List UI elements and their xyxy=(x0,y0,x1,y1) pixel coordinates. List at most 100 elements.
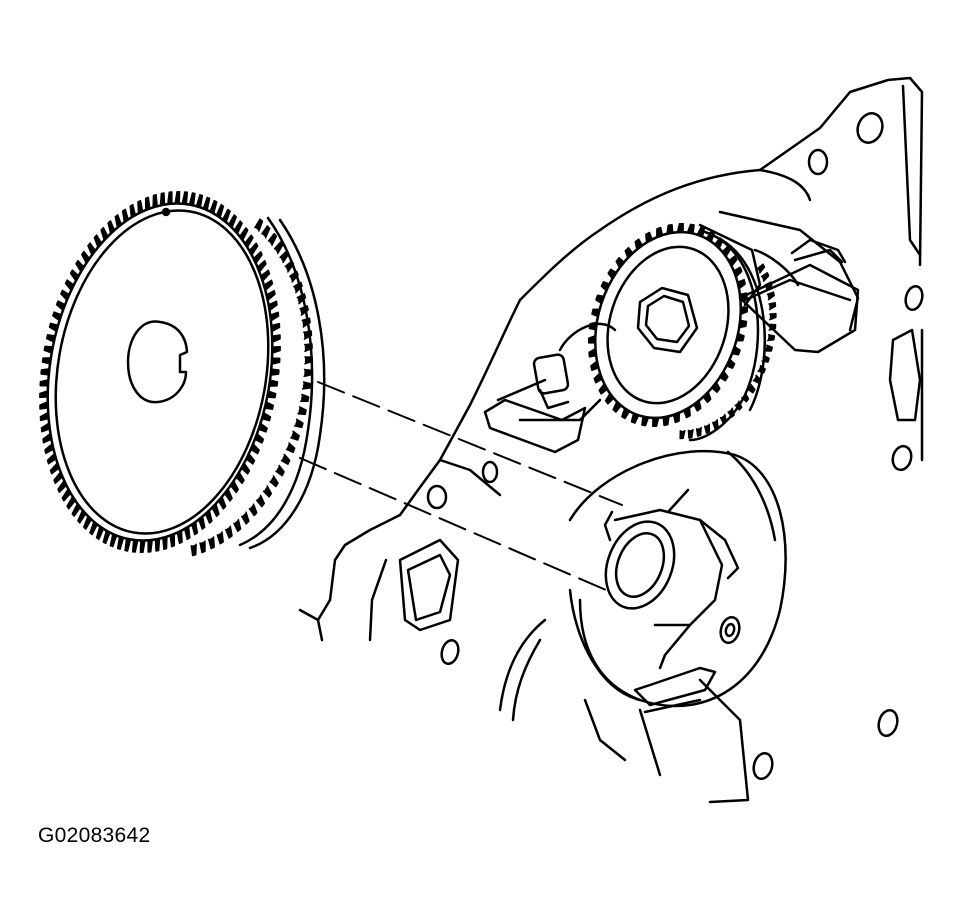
crank-gear-rear-tooth xyxy=(273,241,284,255)
drive-gear-tooth xyxy=(719,370,729,382)
crank-gear-tooth xyxy=(124,537,132,552)
crank-gear-rear-tooth xyxy=(296,293,307,305)
crank-gear-tooth xyxy=(176,529,183,545)
drive-gear-tooth xyxy=(711,381,721,393)
drive-gear-rear-tooth xyxy=(768,301,777,311)
crank-gear-tooth xyxy=(169,533,176,548)
crank-gear-rear-tooth xyxy=(248,503,258,517)
crank-gear-rear-tooth xyxy=(301,317,311,328)
drive-gear-rear-tooth xyxy=(704,423,711,434)
crank-gear-tooth xyxy=(77,509,87,524)
drive-gear-rear-tooth xyxy=(757,364,766,374)
figure-id-label: G02083642 xyxy=(38,824,151,847)
crank-gear-tooth xyxy=(109,533,118,548)
crank-gear-tooth xyxy=(144,196,151,211)
crank-gear-tooth xyxy=(233,220,243,235)
crank-gear-tooth xyxy=(271,334,281,343)
crank-gear xyxy=(39,190,326,557)
drive-gear-rear-tooth xyxy=(741,392,750,403)
crank-gear-tooth xyxy=(162,535,168,550)
crank-gear-tooth xyxy=(266,390,277,399)
crank-gear-tooth xyxy=(267,300,278,312)
crank-gear-tooth xyxy=(268,379,279,387)
crank-gear-tooth xyxy=(43,345,54,354)
crank-gear-rear-tooth xyxy=(208,536,215,550)
crank-gear-tooth xyxy=(95,525,105,541)
drive-gear-tooth xyxy=(624,246,634,259)
crank-gear-rear-tooth xyxy=(254,218,264,232)
drive-gear-tooth xyxy=(634,238,643,251)
crank-gear-tooth xyxy=(147,539,153,553)
drive-gear-tooth xyxy=(652,417,660,428)
drive-gear-tooth xyxy=(702,391,712,404)
crank-gear-rear-tooth xyxy=(190,543,197,557)
drive-gear-rear-tooth xyxy=(687,428,694,439)
drive-gear-rear-tooth xyxy=(769,312,777,321)
crank-gear-tooth xyxy=(89,520,98,536)
bolt-holes xyxy=(426,112,924,781)
crank-gear-tooth xyxy=(39,379,50,387)
crank-gear-tooth xyxy=(42,432,53,444)
drive-gear-tooth xyxy=(686,223,695,235)
crank-gear-rear-tooth xyxy=(280,453,291,465)
drive-gear-tooth xyxy=(641,415,650,427)
crank-gear-tooth xyxy=(181,191,189,205)
crank-gear-tooth xyxy=(40,422,51,433)
keyway-bore xyxy=(126,320,189,404)
crank-gear-tooth xyxy=(39,401,49,410)
crank-gear-tooth xyxy=(152,194,158,209)
drive-gear-rear-tooth xyxy=(764,281,773,291)
crank-gear-rear-tooth xyxy=(299,305,309,316)
crank-gear-tooth xyxy=(139,539,146,554)
crank-gear-tooth xyxy=(227,214,237,229)
crank-gear-rear-tooth xyxy=(290,430,300,441)
drive-gear-rear-tooth xyxy=(764,344,773,352)
crank-gear-rear-tooth xyxy=(297,406,307,416)
drive-gear-tooth xyxy=(693,399,702,412)
crank-gear-tooth xyxy=(209,199,218,215)
crank-gear-tooth xyxy=(137,199,144,215)
crank-gear-rear-tooth xyxy=(255,494,266,508)
crank-gear-rear-tooth xyxy=(241,511,250,525)
crank-gear-tooth xyxy=(129,203,137,219)
drive-gear-rear-tooth xyxy=(727,407,735,419)
crank-gear-rear-tooth xyxy=(233,518,242,533)
crank-gear-tooth xyxy=(195,194,204,209)
crank-gear-tooth xyxy=(167,191,173,205)
crank-gear-rear-tooth xyxy=(262,485,273,498)
crank-gear-rear-tooth xyxy=(303,343,313,353)
crank-gear-rear-tooth xyxy=(261,225,271,239)
drive-gear-tooth xyxy=(662,415,670,427)
crankshaft-hub xyxy=(568,449,787,714)
timing-mark xyxy=(161,207,171,217)
crank-gear-rear-tooth xyxy=(301,381,312,390)
drive-gear-rear-tooth xyxy=(766,291,775,301)
alignment-lines xyxy=(299,381,623,591)
drive-gear-tooth xyxy=(739,306,749,316)
crank-gear-rear-tooth xyxy=(216,531,224,545)
drive-gear-tooth xyxy=(666,223,674,235)
drive-gear-tooth xyxy=(615,257,625,269)
crank-gear-rear-tooth xyxy=(284,260,295,273)
crank-gear-tooth xyxy=(188,192,196,207)
crank-gear-tooth xyxy=(265,289,276,302)
drive-gear-rear-tooth xyxy=(712,419,719,430)
drive-gear xyxy=(587,222,777,442)
drive-gear-rear-tooth xyxy=(734,400,743,411)
drive-gear-rear-tooth xyxy=(747,383,756,394)
crank-gear-rear-tooth xyxy=(267,232,278,246)
crank-gear-tooth xyxy=(159,192,166,207)
drive-gear-rear-tooth xyxy=(761,354,770,363)
drive-gear-rear-tooth xyxy=(752,374,762,384)
drive-gear-rear-tooth xyxy=(679,429,686,440)
crank-gear-tooth xyxy=(269,368,280,376)
crank-gear-tooth xyxy=(270,322,281,333)
crank-gear-tooth xyxy=(41,357,52,365)
hex-nut xyxy=(636,286,699,354)
engine-block xyxy=(298,76,924,804)
crank-gear-tooth xyxy=(40,368,51,376)
crank-gear-rear-tooth xyxy=(303,330,313,340)
crank-gear-tooth xyxy=(183,525,191,541)
crank-gear-tooth xyxy=(263,279,274,292)
